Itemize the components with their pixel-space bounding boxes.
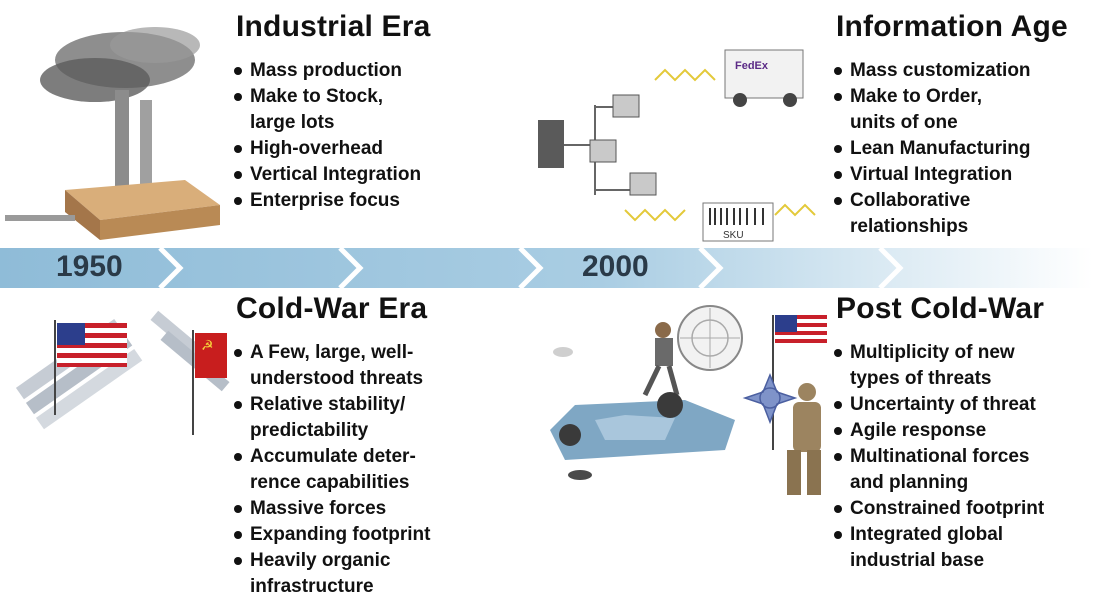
smoke-icon <box>40 58 150 102</box>
list-item-text: Collaborative relationships <box>850 190 971 237</box>
timeline-chevron <box>338 246 364 290</box>
computer-icon <box>612 94 640 118</box>
wheel-icon <box>783 93 797 107</box>
post-cold-war-illustration <box>550 305 827 495</box>
list-item-text: Lean Manufacturing <box>850 138 1031 159</box>
list-item-text: Integrated global industrial base <box>850 524 1004 571</box>
list-item-text: Uncertainty of threat <box>850 394 1036 415</box>
train-icon <box>5 215 75 221</box>
un-emblem-icon <box>677 305 743 371</box>
list-item-text: Make to Order, units of one <box>850 86 982 133</box>
list-item: Mass production <box>232 58 421 84</box>
person-icon <box>642 322 680 397</box>
list-item-text: Virtual Integration <box>850 164 1013 185</box>
list-item-text: A Few, large, well- understood threats <box>250 342 424 389</box>
list-item-text: Vertical Integration <box>250 164 422 185</box>
factory-illustration <box>5 27 220 240</box>
list-item: Virtual Integration <box>832 162 1031 188</box>
list-item: Vertical Integration <box>232 162 421 188</box>
list-item-text: Enterprise focus <box>250 190 400 211</box>
timeline-chevron <box>518 246 544 290</box>
list-item: Enterprise focus <box>232 188 421 214</box>
cold-war-illustration: ☭ <box>15 310 230 435</box>
list-item: Constrained footprint <box>832 496 1044 522</box>
computer-icon <box>629 172 657 196</box>
timeline-chevron <box>878 246 904 290</box>
list-item-text: Multiplicity of new types of threats <box>850 342 1015 389</box>
signal-zigzag <box>624 208 686 222</box>
list-item: High-overhead <box>232 136 421 162</box>
year-2000-label: 2000 <box>582 250 649 283</box>
list-item: Make to Stock, large lots <box>232 84 421 136</box>
network-illustration: FedEx SKU <box>538 49 816 242</box>
list-item-text: Agile response <box>850 420 987 441</box>
timeline-chevron <box>698 246 724 290</box>
list-item: Accumulate deter- rence capabilities <box>232 444 430 496</box>
list-item: Uncertainty of threat <box>832 392 1044 418</box>
signal-zigzag <box>774 203 816 217</box>
overturned-car-icon <box>550 392 735 480</box>
list-item-text: Heavily organic infrastructure <box>250 550 391 597</box>
list-item-text: Relative stability/ predictability <box>250 394 406 441</box>
factory-wall-icon <box>100 205 220 240</box>
us-flag-icon <box>775 315 827 349</box>
list-item: Massive forces <box>232 496 430 522</box>
signal-zigzag <box>654 68 716 82</box>
information-age-title: Information Age <box>836 10 1068 43</box>
list-item-text: Mass production <box>250 60 403 81</box>
soviet-flag-icon: ☭ <box>195 333 227 378</box>
list-item: Expanding footprint <box>232 522 430 548</box>
list-item: A Few, large, well- understood threats <box>232 340 430 392</box>
industrial-era-title: Industrial Era <box>236 10 431 43</box>
list-item: Integrated global industrial base <box>832 522 1044 574</box>
barcode-lines <box>709 208 764 225</box>
list-item: Lean Manufacturing <box>832 136 1031 162</box>
list-item-text: Massive forces <box>250 498 387 519</box>
post-cold-war-list: Multiplicity of new types of threats Unc… <box>832 340 1044 574</box>
nato-star-icon <box>742 373 798 425</box>
year-1950-label: 1950 <box>56 250 123 283</box>
list-item: Agile response <box>832 418 1044 444</box>
list-item-text: Accumulate deter- rence capabilities <box>250 446 416 493</box>
industrial-era-list: Mass production Make to Stock, large lot… <box>232 58 421 214</box>
list-item: Multiplicity of new types of threats <box>832 340 1044 392</box>
timeline-band <box>0 246 1093 290</box>
timeline-chevron <box>158 246 184 290</box>
list-item-text: Constrained footprint <box>850 498 1045 519</box>
list-item-text: Make to Stock, large lots <box>250 86 384 133</box>
server-icon <box>538 120 564 168</box>
factory-wall-icon <box>65 190 100 240</box>
cold-war-era-title: Cold-War Era <box>236 292 428 325</box>
factory-roof-icon <box>65 180 220 220</box>
computer-icon <box>589 139 617 163</box>
list-item-text: Multinational forces and planning <box>850 446 1030 493</box>
information-age-list: Mass customization Make to Order, units … <box>832 58 1031 240</box>
list-item-text: Mass customization <box>850 60 1031 81</box>
cold-war-era-list: A Few, large, well- understood threats R… <box>232 340 430 600</box>
list-item-text: Expanding footprint <box>250 524 431 545</box>
truck-logo: FedEx <box>735 60 769 72</box>
list-item: Make to Order, units of one <box>832 84 1031 136</box>
smokestack-icon <box>140 100 152 200</box>
list-item: Multinational forces and planning <box>832 444 1044 496</box>
smoke-icon <box>110 27 200 63</box>
list-item: Collaborative relationships <box>832 188 1031 240</box>
list-item: Mass customization <box>832 58 1031 84</box>
post-cold-war-title: Post Cold-War <box>836 292 1045 325</box>
list-item: Relative stability/ predictability <box>232 392 430 444</box>
list-item: Heavily organic infrastructure <box>232 548 430 600</box>
barcode-label: SKU <box>723 230 744 241</box>
delivery-truck-icon <box>724 49 804 99</box>
us-flag-icon <box>57 323 127 367</box>
list-item-text: High-overhead <box>250 138 384 159</box>
smokestack-icon <box>115 90 129 200</box>
debris-icon <box>553 347 573 357</box>
svg-text:☭: ☭ <box>201 338 214 354</box>
soldier-icon <box>787 383 821 495</box>
wheel-icon <box>733 93 747 107</box>
